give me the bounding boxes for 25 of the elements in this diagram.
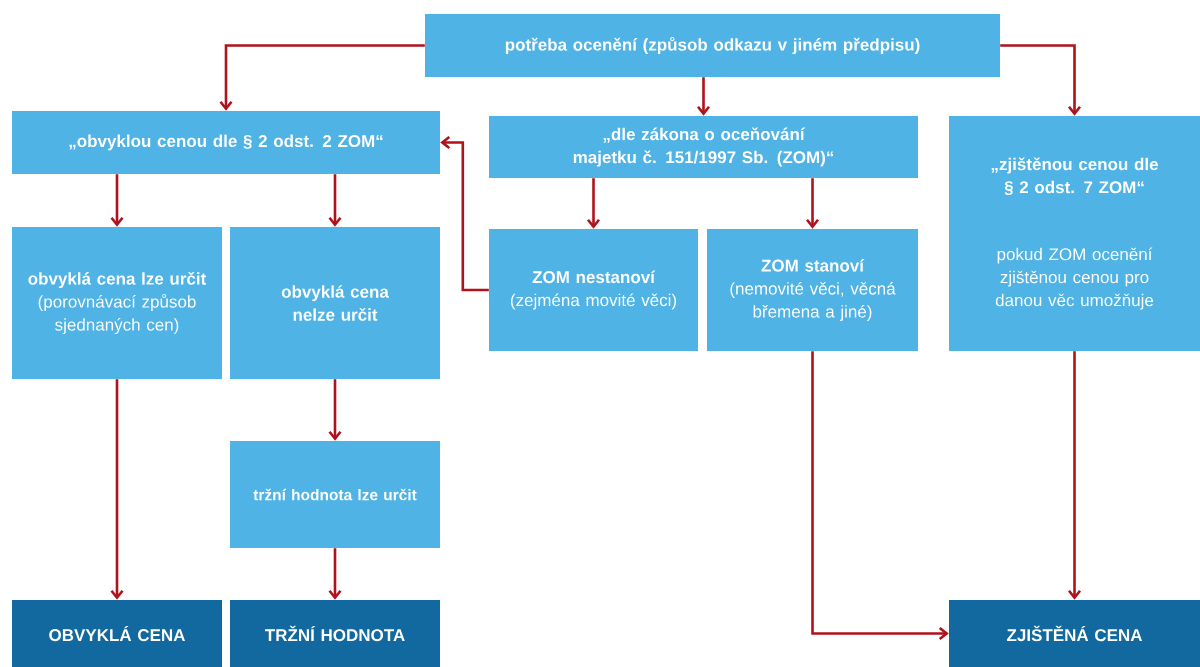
arrow [328, 174, 342, 227]
arrow [1000, 44, 1082, 116]
arrow [328, 548, 342, 600]
arrow [587, 178, 601, 229]
process-box: tržní hodnota lze určit [230, 441, 440, 548]
result-box: TRŽNÍ HODNOTA [230, 600, 440, 667]
result-box: ZJIŠTĚNÁ CENA [949, 600, 1200, 667]
process-box: potřeba ocenění (způsob odkazu v jiném předpisu) [425, 14, 1000, 77]
arrow [328, 379, 342, 441]
process-box: obvyklá cena nelze určit [230, 227, 440, 379]
arrow [806, 178, 820, 229]
arrow [219, 44, 425, 111]
arrow [1068, 351, 1082, 600]
process-box: ZOM stanoví (nemovité věci, věcná břemena a jiné) [707, 229, 918, 351]
arrow [110, 174, 124, 227]
process-box: ZOM nestanoví (zejména movité věci) [489, 229, 698, 351]
process-box: „dle zákona o oceňování majetku č. 151/1997 Sb. (ZOM)“ [489, 116, 918, 178]
arrow [110, 379, 124, 600]
process-box: obvyklá cena lze určit (porovnávací způsob sjednaných cen) [12, 227, 222, 379]
process-box: „zjištěnou cenou dle § 2 odst. 7 ZOM“ pokud ZOM ocenění zjištěnou cenou pro danou věc umožňuje [949, 116, 1200, 351]
arrow [697, 77, 711, 116]
arrow [811, 351, 949, 641]
result-box: OBVYKLÁ CENA [12, 600, 222, 667]
arrow [440, 135, 489, 292]
process-box: „obvyklou cenou dle § 2 odst. 2 ZOM“ [12, 111, 440, 174]
